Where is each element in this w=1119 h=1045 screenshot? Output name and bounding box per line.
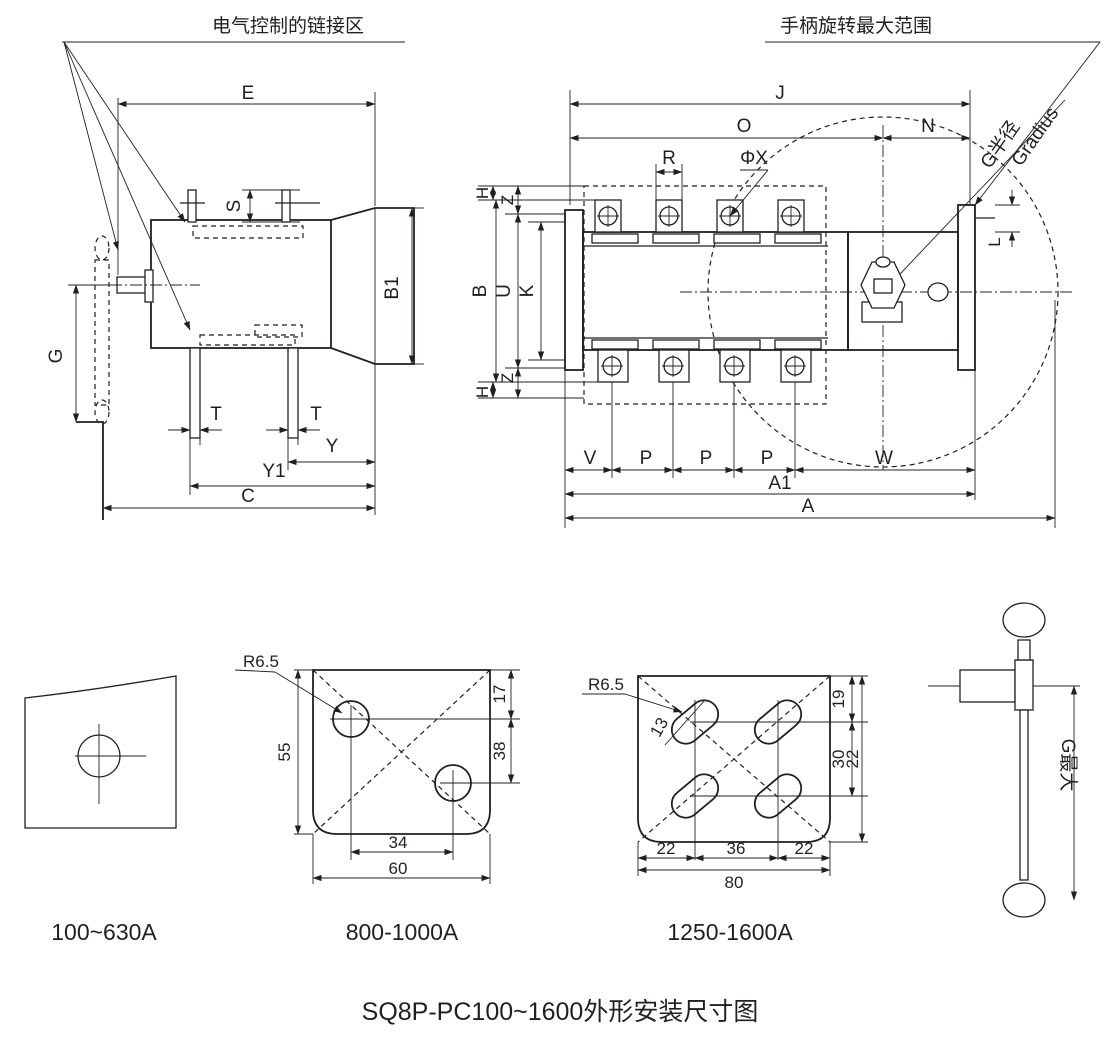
dim-label-a1: A1 [768, 473, 791, 494]
side-view: 电气控制的链接区 E S [46, 15, 424, 520]
pattern-800-radius: R6.5 [243, 652, 279, 671]
dim-label-k: K [517, 284, 538, 297]
dim-label-e: E [242, 83, 255, 104]
caption-100-630a: 100~630A [51, 919, 157, 945]
dim-label-z-top: Z [498, 195, 517, 205]
dim-label-u: U [494, 284, 515, 298]
dim-label-r: R [662, 148, 676, 169]
dim-label-l: L [985, 237, 1004, 246]
pattern-800-h2: 38 [490, 742, 509, 761]
dim-label-w: W [875, 448, 893, 469]
pattern-1250-width: 80 [725, 873, 744, 892]
dim-label-t-right: T [310, 404, 322, 425]
figure-title: SQ8P-PC100~1600外形安装尺寸图 [362, 998, 759, 1026]
mount-pattern-1250-1600a: R6.5 13 19 30 22 22 36 22 80 1250-1600A [582, 675, 868, 945]
dim-label-o: O [737, 116, 752, 137]
pattern-1250-h3: 22 [843, 750, 862, 769]
pattern-1250-h1: 19 [829, 690, 848, 709]
dim-label-c: C [241, 486, 255, 507]
caption-1250-1600a: 1250-1600A [667, 919, 793, 945]
dim-label-p1: P [640, 448, 653, 469]
dim-label-z-bottom: Z [498, 373, 517, 383]
pattern-1250-slot: 13 [646, 714, 672, 740]
pattern-1250-w1: 22 [657, 839, 676, 858]
mount-pattern-800-1000a: R6.5 17 38 55 34 60 800-1000A [234, 652, 520, 945]
dim-label-t-left: T [210, 404, 222, 425]
pattern-800-height: 55 [275, 743, 294, 762]
pattern-1250-radius: R6.5 [588, 675, 624, 694]
pattern-1250-w2: 36 [727, 839, 746, 858]
pattern-800-width: 60 [389, 859, 408, 878]
pattern-800-w1: 34 [389, 833, 408, 852]
front-view-callout: 手柄旋转最大范围 [780, 15, 932, 37]
dim-label-n: N [921, 116, 935, 137]
pattern-1250-h2: 30 [829, 750, 848, 769]
front-view: 手柄旋转最大范围 G半径 Gradius [470, 15, 1101, 528]
dim-label-b1: B1 [382, 276, 403, 299]
dim-label-j: J [775, 83, 785, 104]
dim-label-b: B [470, 285, 491, 298]
dim-label-y1: Y1 [262, 461, 285, 482]
pattern-1250-w3: 22 [795, 839, 814, 858]
dim-label-phix: ΦX [740, 148, 768, 169]
dim-label-h-top: H [473, 187, 492, 199]
pattern-800-h1: 17 [490, 685, 509, 704]
side-view-callout: 电气控制的链接区 [212, 15, 364, 37]
dim-label-p3: P [761, 448, 774, 469]
handle-label-g-max: G最大 [1057, 739, 1079, 792]
dim-label-a: A [802, 496, 815, 517]
dim-label-g: G [46, 349, 67, 364]
dim-label-h-bottom: H [473, 386, 492, 398]
handle-view: G最大 [928, 602, 1080, 918]
dim-label-s: S [224, 200, 245, 213]
dim-label-y: Y [326, 436, 339, 457]
dim-label-p2: P [700, 448, 713, 469]
dim-label-v: V [584, 448, 597, 469]
mount-pattern-100-630a: 100~630A [24, 675, 177, 945]
caption-800-1000a: 800-1000A [346, 919, 459, 945]
